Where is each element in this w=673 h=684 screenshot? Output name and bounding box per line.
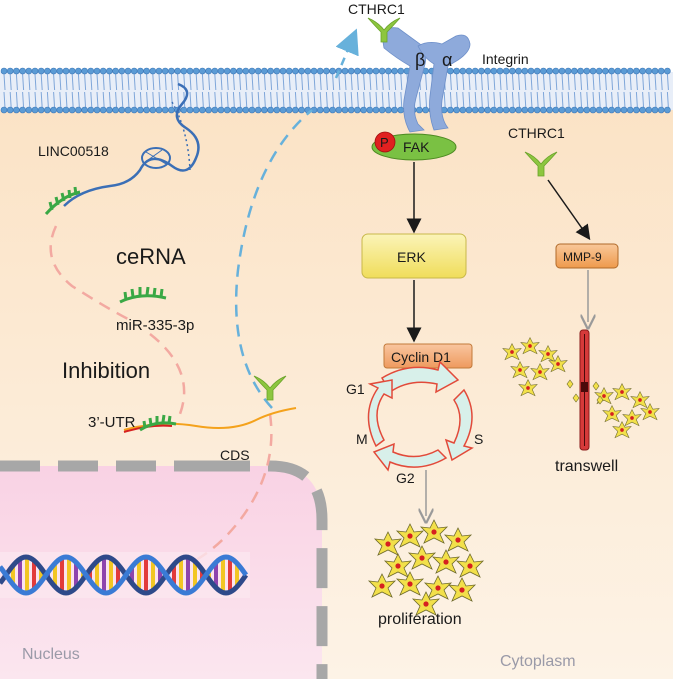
- erk-box: [361, 233, 467, 279]
- integrin-label: Integrin: [482, 51, 529, 67]
- linc00518-label: LINC00518: [38, 143, 109, 159]
- transwell-label: transwell: [555, 458, 618, 475]
- cthrc1-top-label: CTHRC1: [348, 1, 405, 17]
- mirna-icon-bound: [139, 414, 177, 432]
- alpha-label: α: [442, 50, 452, 70]
- secretion-path: [234, 109, 313, 409]
- transcription-link-path: [195, 413, 273, 562]
- g2-label: G2: [396, 470, 415, 486]
- mmp9-box: [555, 243, 619, 269]
- inhibition-link-path: [149, 333, 186, 415]
- mirna-icon-top: [44, 186, 81, 215]
- cell-cycle-ring: [367, 360, 474, 472]
- s-label: S: [474, 431, 483, 447]
- nucleus-label: Nucleus: [22, 646, 80, 663]
- m-label: M: [356, 431, 368, 447]
- cthrc1-right-label: CTHRC1: [508, 125, 565, 141]
- linc00518-rna: [63, 82, 200, 207]
- mir-label: miR-335-3p: [116, 317, 194, 334]
- fak-label: FAK: [403, 139, 430, 155]
- transwell-membrane: [579, 329, 590, 451]
- cerna-label: ceRNA: [116, 244, 186, 269]
- utr-label: 3’-UTR: [88, 414, 136, 431]
- secretion-arrow: [334, 28, 359, 79]
- cthrc1-to-mmp9-arrow: [547, 179, 591, 241]
- cerna-link-path: [49, 225, 131, 322]
- mmp9-label: MMP-9: [563, 250, 602, 264]
- beta-label: β: [415, 50, 425, 70]
- transwell-cells: [502, 337, 660, 439]
- phospho-icon: [374, 131, 396, 153]
- proliferation-label: proliferation: [378, 611, 462, 628]
- dna-helix: [0, 552, 250, 598]
- mirna-icon-mid: [119, 286, 167, 304]
- cell-membrane: [0, 67, 673, 114]
- cds-label: CDS: [220, 447, 250, 463]
- phospho-label: P: [380, 135, 389, 150]
- cyclin-d1-label: Cyclin D1: [391, 349, 451, 365]
- inhibition-label: Inhibition: [62, 358, 150, 383]
- cytoplasm-label: Cytoplasm: [500, 653, 576, 670]
- g1-label: G1: [346, 381, 365, 397]
- integrin-receptor: [381, 27, 471, 133]
- erk-label: ERK: [397, 249, 426, 265]
